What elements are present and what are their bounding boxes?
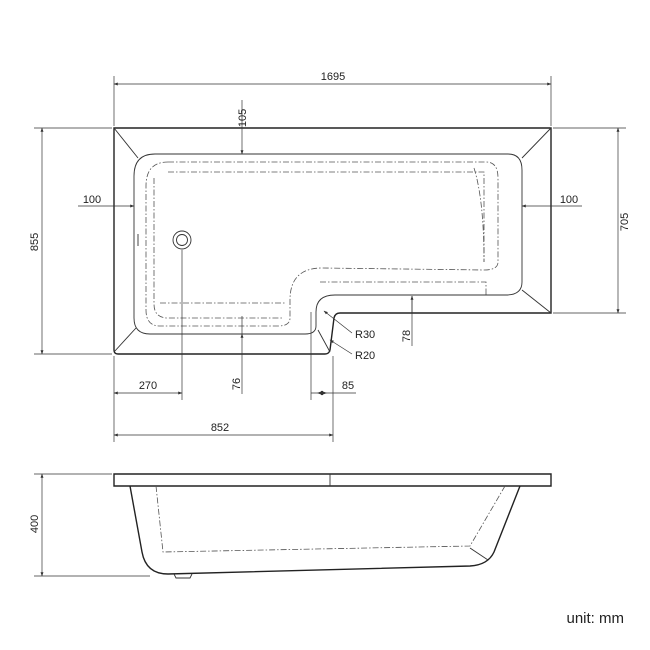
bath-outer-outline [113, 127, 552, 355]
dim-inner-width: 705 [619, 213, 631, 231]
side-tub-body [129, 485, 521, 575]
dim-step-offset: 85 [342, 380, 354, 392]
unit-label: unit: mm [566, 610, 624, 627]
dim-rim-left: 100 [83, 194, 101, 206]
dim-wide-section: 852 [211, 422, 229, 434]
dim-radius-inner: R30 [355, 329, 375, 341]
dim-waste-offset: 270 [139, 380, 157, 392]
bath-inner-bowl [133, 153, 523, 335]
dim-rim-right: 100 [560, 194, 578, 206]
plan-view [113, 127, 552, 355]
side-rim [113, 473, 552, 487]
dim-side-height: 400 [29, 515, 41, 533]
waste-foot [173, 573, 193, 579]
plan-dimensions: 1695 105 855 100 100 705 78 R30 R20 [29, 71, 631, 442]
waste-outlet-icon [172, 230, 192, 250]
dim-overall-width: 855 [29, 233, 41, 251]
dim-radius-outer: R20 [355, 350, 375, 362]
bath-bowl-floor-dashed [145, 161, 499, 327]
side-view: 400 [29, 473, 552, 579]
dim-overall-length: 1695 [321, 71, 345, 83]
dim-step-rim: 78 [401, 330, 413, 342]
dim-bottom-rim: 76 [231, 378, 243, 390]
dim-rim-top: 105 [237, 109, 249, 127]
